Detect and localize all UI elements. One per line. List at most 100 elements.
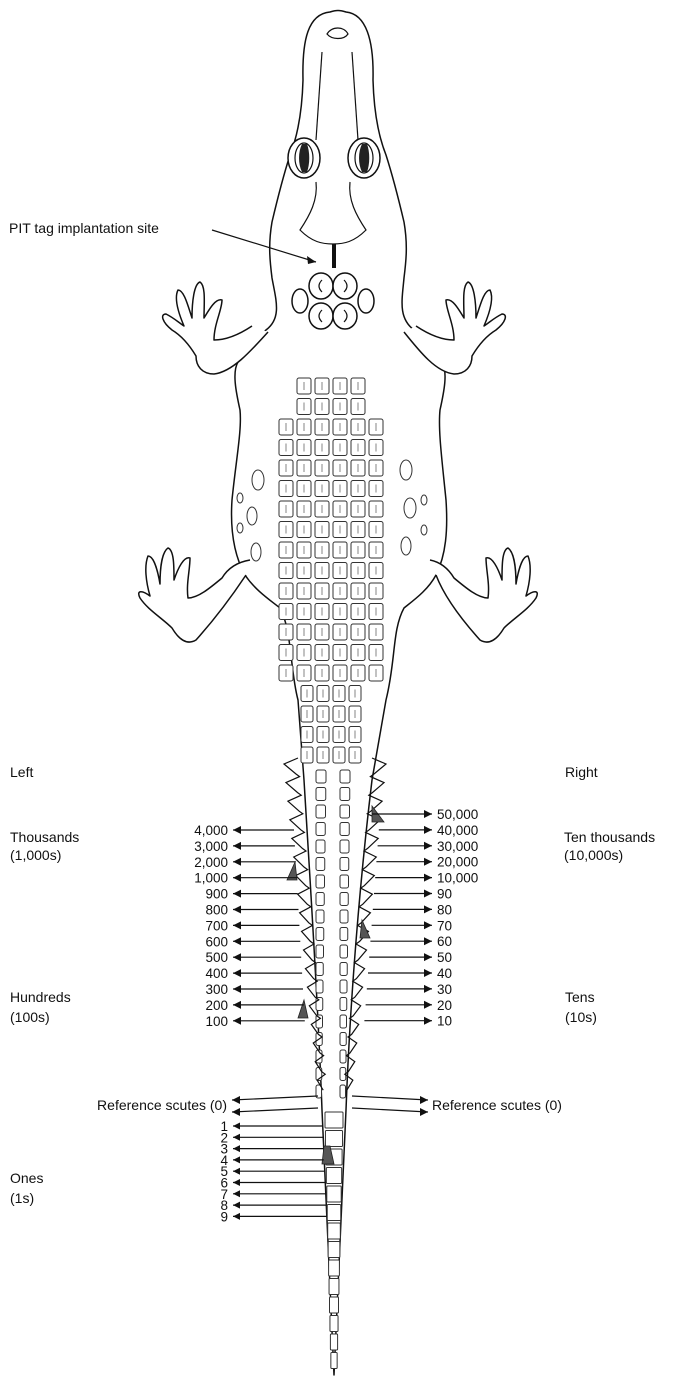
left-value-100: 100 xyxy=(205,1014,228,1029)
left-arrowhead-2000 xyxy=(233,858,241,866)
left-value-800: 800 xyxy=(205,903,228,918)
ones-arrowhead-9 xyxy=(233,1213,240,1220)
right-value-20000: 20,000 xyxy=(437,855,478,870)
right-arrowhead-50 xyxy=(424,953,432,961)
hundreds-label: Hundreds xyxy=(10,989,71,1005)
ones-arrowhead-7 xyxy=(233,1190,240,1197)
tens-unit: (10s) xyxy=(565,1009,597,1025)
ten-thousands-label: Ten thousands xyxy=(564,829,655,845)
right-value-60: 60 xyxy=(437,934,452,949)
tail-scute xyxy=(340,805,350,818)
ones-unit: (1s) xyxy=(10,1190,34,1206)
right-value-20: 20 xyxy=(437,998,452,1013)
left-arrowhead-500 xyxy=(233,953,241,961)
ones-label: Ones xyxy=(10,1170,43,1186)
ones-arrowhead-1 xyxy=(233,1123,240,1130)
tail-single-scute xyxy=(325,1131,342,1147)
tail-scute xyxy=(316,893,324,906)
left-value-2000: 2,000 xyxy=(194,855,228,870)
tail-scute xyxy=(340,910,348,923)
hind-right-leg xyxy=(430,548,537,642)
left-arrowhead-200 xyxy=(233,1001,241,1009)
tail-scute xyxy=(316,770,326,783)
tail-single-scute xyxy=(330,1316,338,1332)
left-value-3000: 3,000 xyxy=(194,839,228,854)
reference-right-leader-top xyxy=(352,1096,428,1100)
tail-single-scute xyxy=(328,1223,341,1239)
left-value-600: 600 xyxy=(205,934,228,949)
tail-scute xyxy=(316,823,325,836)
tail-single-scute xyxy=(327,1205,341,1221)
tail-scute xyxy=(340,1033,346,1046)
tail-scute xyxy=(340,823,349,836)
tail-scute xyxy=(340,980,347,993)
tail-scute xyxy=(340,840,349,853)
ones-arrowhead-5 xyxy=(233,1168,240,1175)
tail-scute xyxy=(316,805,326,818)
tail-scute xyxy=(316,998,323,1011)
right-value-90: 90 xyxy=(437,887,452,902)
tail-single-scute xyxy=(327,1186,341,1202)
tail-single-scute xyxy=(330,1297,339,1313)
reference-right-leader-bottom xyxy=(352,1108,428,1112)
right-value-column: 50,00040,00030,00020,00010,0009080706050… xyxy=(364,807,478,1029)
right-arrowhead-30000 xyxy=(424,842,432,850)
right-value-50: 50 xyxy=(437,950,452,965)
notch-400 xyxy=(298,1000,308,1018)
left-arrowhead-900 xyxy=(233,890,241,898)
left-value-900: 900 xyxy=(205,887,228,902)
reference-right-label: Reference scutes (0) xyxy=(432,1097,562,1113)
ten-thousands-unit: (10,000s) xyxy=(564,847,623,863)
hundreds-unit: (100s) xyxy=(10,1009,50,1025)
hind-left-leg xyxy=(139,548,250,642)
right-value-10000: 10,000 xyxy=(437,871,478,886)
tail-scute xyxy=(316,840,325,853)
tail-scute xyxy=(340,945,348,958)
left-eye xyxy=(288,138,320,178)
tail-single-scute xyxy=(329,1279,339,1295)
left-value-300: 300 xyxy=(205,982,228,997)
right-arrowhead-10 xyxy=(424,1017,432,1025)
side-right-label: Right xyxy=(565,764,598,780)
thousands-label: Thousands xyxy=(10,829,79,845)
tail-single-scute xyxy=(326,1168,341,1184)
side-left-label: Left xyxy=(10,764,33,780)
left-arrowhead-400 xyxy=(233,969,241,977)
right-arrowhead-40000 xyxy=(424,826,432,834)
tail-single-scute xyxy=(325,1112,343,1128)
tail-single-scute xyxy=(331,1353,337,1369)
ones-arrowhead-6 xyxy=(233,1179,240,1186)
tail-scute xyxy=(316,963,323,976)
right-arrowhead-80 xyxy=(424,905,432,913)
left-arrowhead-1000 xyxy=(233,874,241,882)
left-arrowhead-300 xyxy=(233,985,241,993)
tail-scute xyxy=(316,788,326,801)
tail-scute xyxy=(316,910,324,923)
left-value-700: 700 xyxy=(205,918,228,933)
right-arrowhead-30 xyxy=(424,985,432,993)
right-value-10: 10 xyxy=(437,1014,452,1029)
right-arrowhead-40 xyxy=(424,969,432,977)
left-arrowhead-100 xyxy=(233,1017,241,1025)
right-value-50000: 50,000 xyxy=(437,807,478,822)
tail-scute xyxy=(340,1050,346,1063)
left-value-500: 500 xyxy=(205,950,228,965)
reference-left-label: Reference scutes (0) xyxy=(97,1097,227,1113)
right-eye xyxy=(348,138,380,178)
tail-scute xyxy=(316,875,325,888)
tail-scute xyxy=(316,858,325,871)
right-value-30000: 30,000 xyxy=(437,839,478,854)
tail-scute xyxy=(340,998,347,1011)
reference-left-leader-bottom xyxy=(232,1108,318,1112)
pit-tag-label: PIT tag implantation site xyxy=(9,220,159,236)
left-value-400: 400 xyxy=(205,966,228,981)
tail-single-scute xyxy=(329,1260,340,1276)
ones-arrowhead-4 xyxy=(233,1156,240,1163)
left-value-4000: 4,000 xyxy=(194,823,228,838)
ones-arrowhead-3 xyxy=(233,1145,240,1152)
ones-value-9: 9 xyxy=(220,1209,228,1224)
tail-scute xyxy=(340,963,347,976)
tail-scute xyxy=(340,858,349,871)
tail-scute xyxy=(316,928,324,941)
